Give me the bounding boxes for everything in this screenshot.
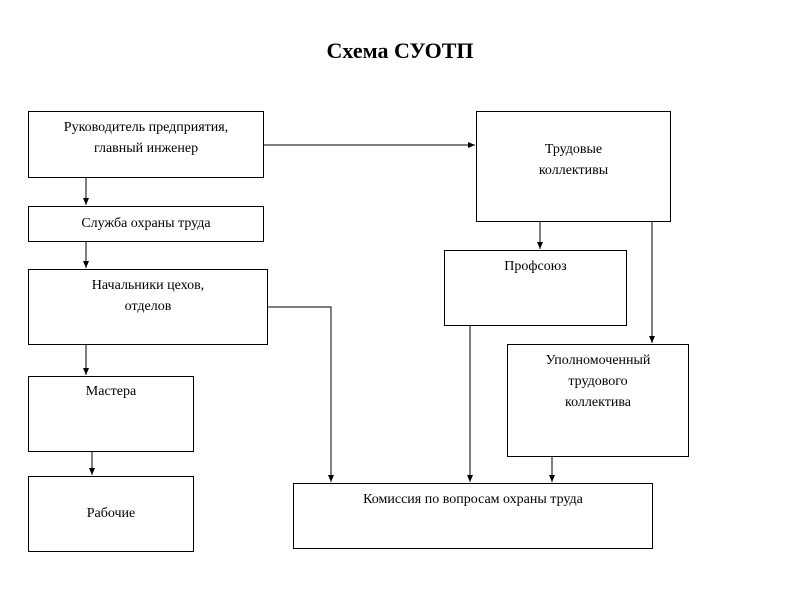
box-safety-service: Служба охраны труда [28, 206, 264, 242]
box-trade-union-label: Профсоюз [504, 259, 567, 274]
box-labor-collectives-label: Трудовые коллективы [538, 142, 609, 178]
box-director-label: Руководитель предприятия, главный инжене… [63, 120, 229, 156]
box-trade-union: Профсоюз [444, 250, 627, 326]
box-department-heads-label: Начальники цехов, отделов [91, 278, 205, 314]
box-director: Руководитель предприятия, главный инжене… [28, 111, 264, 178]
box-department-heads: Начальники цехов, отделов [28, 269, 268, 345]
box-collective-representative: Уполномоченный трудового коллектива [507, 344, 689, 457]
box-foremen: Мастера [28, 376, 194, 452]
box-safety-commission-label: Комиссия по вопросам охраны труда [363, 492, 583, 507]
box-workers-label: Рабочие [86, 506, 136, 521]
box-collective-representative-label: Уполномоченный трудового коллектива [545, 353, 651, 410]
box-safety-commission: Комиссия по вопросам охраны труда [293, 483, 653, 549]
diagram-title: Схема СУОТП [326, 38, 474, 63]
box-safety-service-label: Служба охраны труда [81, 216, 211, 231]
box-foremen-label: Мастера [85, 384, 137, 399]
box-workers: Рабочие [28, 476, 194, 552]
box-labor-collectives: Трудовые коллективы [476, 111, 671, 222]
arrow-heads-commission [268, 306, 334, 482]
